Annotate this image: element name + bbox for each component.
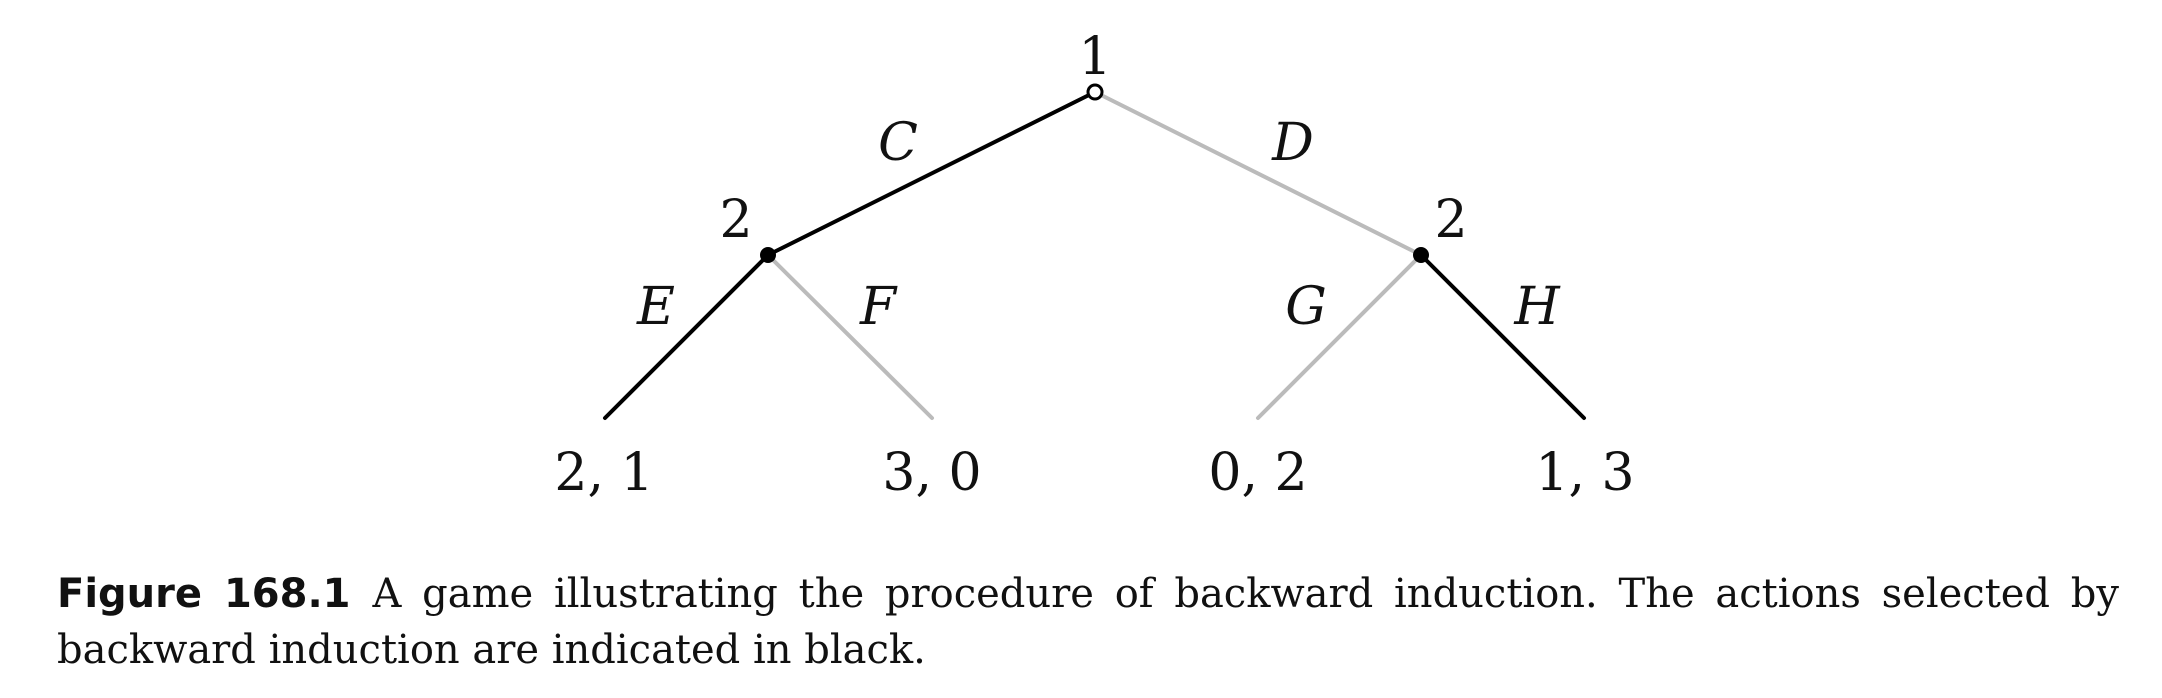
action-label-d: D [1271,113,1314,173]
edge-action-e [603,253,770,420]
payoff-leaf-4: 1, 3 [1535,443,1634,503]
root-player-label: 1 [1078,27,1111,87]
action-label-h: H [1513,277,1561,337]
edge-action-h [1419,253,1586,420]
edge-action-d [1093,90,1423,257]
action-label-f: F [859,277,898,337]
action-label-g: G [1285,277,1327,337]
root-node [1086,83,1104,101]
left-decision-node [760,247,776,263]
action-label-e: E [636,277,675,337]
edge-action-f [766,253,934,420]
game-tree-diagram: 1 2 2 C D E F G H 2, 1 3, 0 0, 2 1, 3 [554,27,1634,503]
right-decision-node [1413,247,1429,263]
edge-action-g [1256,253,1423,420]
right-node-player-label: 2 [1434,190,1467,250]
payoff-leaf-2: 3, 0 [882,443,981,503]
edge-action-c [766,90,1097,257]
left-node-player-label: 2 [719,190,752,250]
figure-number-label: Figure 168.1 [57,571,351,617]
figure-caption-text: A game illustrating the procedure of bac… [57,571,2119,673]
action-label-c: C [878,113,918,173]
payoff-leaf-3: 0, 2 [1208,443,1307,503]
payoff-leaf-1: 2, 1 [554,443,653,503]
